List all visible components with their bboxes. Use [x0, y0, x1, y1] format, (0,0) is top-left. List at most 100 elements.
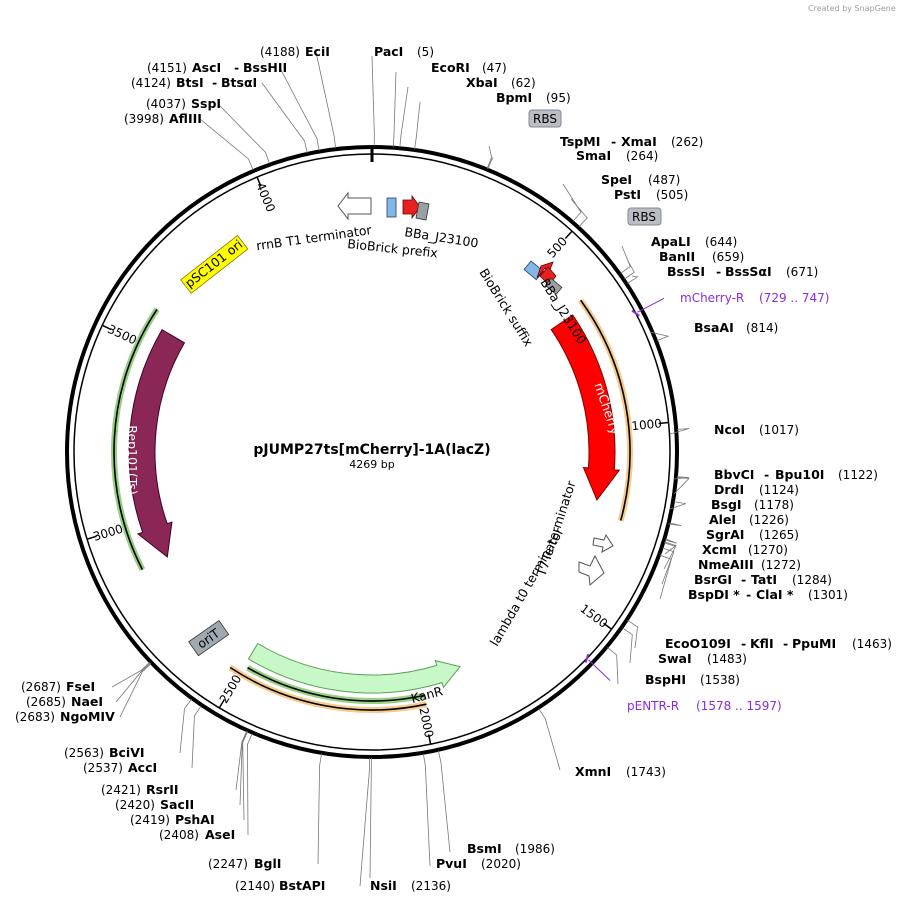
orf-mcherry[interactable] — [580, 299, 631, 521]
rep101-arrow[interactable] — [128, 329, 186, 558]
scale-tick — [218, 698, 226, 709]
primer-pentr-r[interactable] — [584, 653, 590, 663]
brand-mark[interactable]: Created by SnapGene — [808, 4, 896, 13]
site-line — [371, 55, 375, 147]
site-label-xbai[interactable]: XbaI (62) — [466, 75, 536, 90]
site-label-pshai[interactable]: (2419) PshAI — [130, 812, 215, 827]
site-label-bspdi[interactable]: BspDI * - ClaI * (1301) — [688, 587, 848, 602]
site-label-smai[interactable]: SmaI (264) — [576, 148, 658, 163]
site-label-paci[interactable]: PacI (5) — [374, 44, 434, 59]
svg-text:-: - — [746, 587, 751, 602]
kanr-arrow[interactable] — [247, 642, 461, 694]
svg-text:(2683): (2683) — [15, 710, 55, 724]
site-label-apali[interactable]: ApaLI (644) — [651, 234, 737, 249]
site-label-swai[interactable]: SwaI (1483) — [658, 651, 747, 666]
svg-text:AleI: AleI — [709, 512, 736, 527]
site-label-acci[interactable]: (2537) AccI — [83, 760, 157, 775]
bba-j23100-arrow-1[interactable] — [402, 194, 421, 220]
svg-text:EcoRI: EcoRI — [431, 60, 470, 75]
site-label-bsaai[interactable]: BsaAI (814) — [694, 320, 778, 335]
svg-text:TatI: TatI — [751, 572, 777, 587]
svg-text:(1124): (1124) — [759, 483, 799, 497]
rbs-box-1[interactable] — [415, 201, 430, 221]
site-label-xmni[interactable]: XmnI (1743) — [575, 764, 666, 779]
site-label-sacii[interactable]: (2420) SacII — [115, 797, 194, 812]
site-line — [317, 753, 322, 865]
site-label-rsrii[interactable]: (2421) RsrII — [101, 782, 179, 797]
site-label-xcmi[interactable]: XcmI (1270) — [702, 542, 788, 557]
site-label-eco0109i[interactable]: EcoO109I - KflI - PpuMI (1463) — [665, 636, 892, 651]
svg-text:(264): (264) — [626, 149, 658, 163]
primer-label-pentr-r[interactable]: pENTR-R (1578 .. 1597) — [627, 699, 782, 713]
lambda-t0-terminator-arrow[interactable] — [578, 554, 605, 586]
site-label-spei[interactable]: SpeI (487) — [601, 172, 680, 187]
site-label-banii[interactable]: BanII (659) — [659, 249, 744, 264]
site-label-bbvci[interactable]: BbvCI - Bpu10I (1122) — [714, 467, 878, 482]
svg-text:TspMI: TspMI — [560, 134, 600, 149]
site-label-bsmi[interactable]: BsmI (1986) — [467, 841, 555, 856]
svg-text:EcoO109I: EcoO109I — [665, 636, 731, 651]
svg-text:(729 .. 747): (729 .. 747) — [759, 291, 829, 305]
site-label-afliii[interactable]: (3998) AflIII — [124, 111, 202, 126]
site-line — [217, 103, 270, 164]
site-label-fsei[interactable]: (2687) FseI — [21, 679, 95, 694]
site-line — [659, 554, 672, 600]
site-label-bstapi[interactable]: (2140) BstAPI — [235, 878, 325, 893]
site-label-pvui[interactable]: PvuI (2020) — [436, 856, 521, 871]
site-label-bcivi[interactable]: (2563) BciVI — [64, 745, 145, 760]
site-label-tspmi[interactable]: TspMI - XmaI (262) — [560, 134, 703, 149]
site-label-sgrai[interactable]: SgrAI (1265) — [706, 527, 799, 542]
site-line — [199, 118, 254, 171]
site-label-bsssi[interactable]: BssSI - BssSαI (671) — [667, 264, 818, 279]
site-label-nsii[interactable]: NsiI (2136) — [370, 878, 451, 893]
site-line — [359, 757, 370, 887]
svg-text:pENTR-R: pENTR-R — [627, 699, 679, 713]
orit-box[interactable]: oriT — [188, 619, 230, 657]
biobrick-prefix-box[interactable] — [386, 197, 397, 218]
site-label-drdi[interactable]: DrdI (1124) — [714, 482, 799, 497]
site-label-naei[interactable]: (2685) NaeI — [26, 694, 103, 709]
rbs-label-1[interactable]: RBS — [528, 109, 562, 128]
svg-text:PvuI: PvuI — [436, 856, 467, 871]
svg-text:(1122): (1122) — [838, 468, 878, 482]
site-label-ecii[interactable]: (4188) EciI — [260, 44, 330, 59]
scale-tick-label: 1000 — [631, 416, 663, 433]
site-label-asci[interactable]: (4151) AscI - BssHII — [147, 60, 287, 75]
rrnb-terminator-arrow[interactable] — [337, 191, 372, 221]
site-label-ncoi[interactable]: NcoI (1017) — [714, 422, 799, 437]
site-label-psti[interactable]: PstI (505) — [614, 187, 688, 202]
rbs-label-2[interactable]: RBS — [627, 207, 662, 226]
site-label-sspi[interactable]: (4037) SspI — [146, 96, 221, 111]
site-label-ecori[interactable]: EcoRI (47) — [431, 60, 507, 75]
svg-text:(1463): (1463) — [852, 637, 892, 651]
site-label-bpmi[interactable]: BpmI (95) — [496, 90, 571, 105]
orf-rep101[interactable] — [113, 308, 158, 571]
svg-text:NmeAIII: NmeAIII — [698, 557, 754, 572]
site-label-btsi[interactable]: (4124) BtsI - BtsαI — [131, 75, 257, 90]
site-line — [247, 733, 253, 836]
svg-text:RBS: RBS — [632, 210, 656, 224]
site-label-ngomiv[interactable]: (2683) NgoMIV — [15, 709, 115, 724]
site-label-bsgi[interactable]: BsgI (1178) — [711, 497, 794, 512]
t7te-terminator-arrow[interactable] — [592, 533, 614, 553]
site-label-nmeaiii[interactable]: NmeAIII (1272) — [698, 557, 801, 572]
svg-text:(1986): (1986) — [515, 842, 555, 856]
orf-kanr-green[interactable] — [247, 666, 425, 702]
orf-kanr[interactable] — [229, 666, 427, 711]
primer-mcherry-r-line — [637, 297, 665, 313]
site-label-alei[interactable]: AleI (1226) — [709, 512, 789, 527]
rbs-box-2[interactable] — [544, 277, 563, 295]
mcherry-arrow[interactable] — [550, 314, 621, 501]
site-line — [667, 522, 682, 527]
site-label-asei[interactable]: (2408) AseI — [159, 827, 235, 842]
site-label-bgli[interactable]: (2247) BglI — [208, 856, 281, 871]
primer-label-mcherry-r[interactable]: mCherry-R (729 .. 747) — [680, 291, 829, 305]
svg-text:XbaI: XbaI — [466, 75, 498, 90]
primer-mcherry-r[interactable] — [631, 309, 640, 317]
svg-text:NaeI: NaeI — [71, 694, 103, 709]
svg-text:(4151): (4151) — [147, 61, 187, 75]
site-label-bsphi[interactable]: BspHI (1538) — [645, 672, 740, 687]
site-line — [673, 477, 690, 495]
psc101-ori-box[interactable]: pSC101 ori — [180, 234, 249, 294]
site-label-bsrgi[interactable]: BsrGI - TatI (1284) — [694, 572, 832, 587]
